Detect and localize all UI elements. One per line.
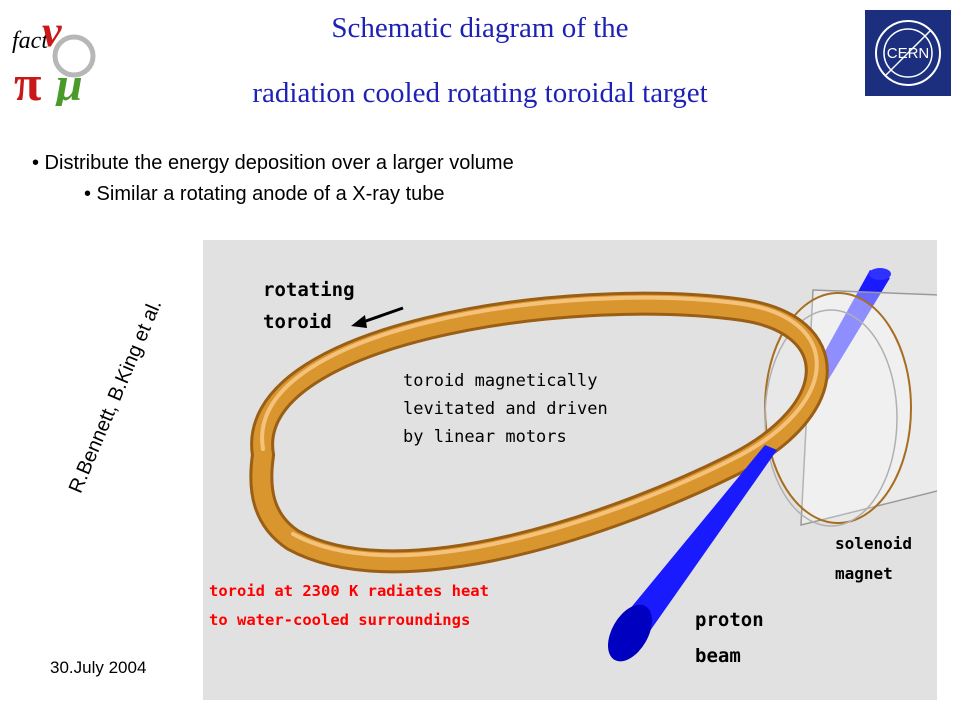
proton-beam-lower-end	[608, 604, 652, 662]
label-heat-2: to water-cooled surroundings	[209, 611, 470, 629]
page-title-line2: radiation cooled rotating toroidal targe…	[252, 77, 708, 109]
label-magnet: magnet	[835, 564, 893, 583]
label-rotating: rotating	[263, 279, 355, 301]
author-credit: R.Bennett, B.King et al.	[64, 296, 167, 497]
cern-logo-text: CERN	[887, 45, 930, 62]
cern-logo-ring	[875, 20, 941, 86]
logo-ring	[52, 34, 96, 78]
logo-pi-text: π	[14, 55, 41, 106]
rotating-toroid	[249, 291, 829, 574]
label-solenoid: solenoid	[835, 534, 912, 553]
page-title-line1: Schematic diagram of the	[331, 12, 629, 44]
label-heat-1: toroid at 2300 K radiates heat	[209, 582, 489, 600]
footer-date: 30.July 2004	[50, 658, 147, 677]
toroid-pointer-line	[362, 306, 404, 324]
cern-logo: CERN	[865, 10, 951, 96]
bullet-xray-tube: • Similar a rotating anode of a X-ray tu…	[84, 183, 445, 205]
bullet-energy-deposition: • Distribute the energy deposition over …	[32, 152, 514, 174]
proton-beam-upper-tip	[869, 268, 891, 280]
proton-beam-lower	[615, 445, 777, 638]
logo-nu-text: ν	[42, 7, 62, 56]
logo-fact-text: fact	[12, 28, 49, 54]
logo-mu-text: μ	[53, 58, 83, 106]
label-toroid: toroid	[263, 311, 332, 333]
label-levitation-3: by linear motors	[403, 427, 567, 447]
toroid-pointer-arrowhead	[351, 315, 367, 328]
label-proton: proton	[695, 609, 764, 631]
cern-logo-inner-ring	[883, 28, 933, 78]
factnu-logo: fact ν π μ	[12, 7, 96, 106]
cern-logo-line	[884, 29, 932, 77]
toroid-diagram: rotating toroid toroid magnetically levi…	[203, 240, 937, 700]
label-beam: beam	[695, 645, 741, 667]
label-levitation-1: toroid magnetically	[403, 371, 597, 391]
label-levitation-2: levitated and driven	[403, 399, 608, 419]
